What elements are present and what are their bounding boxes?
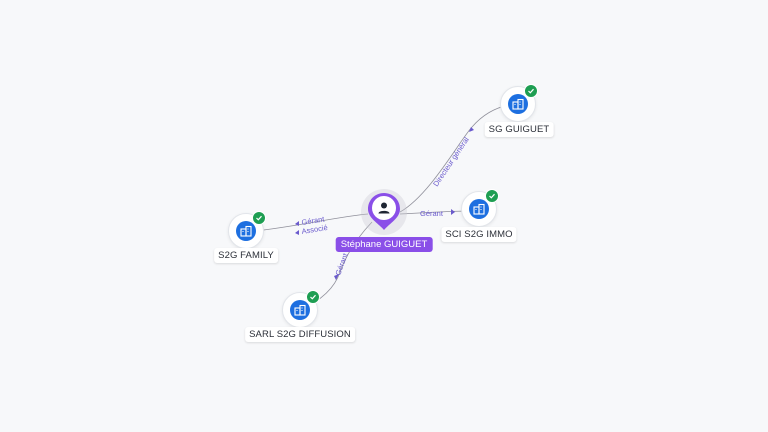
person-pin-icon [368,193,400,230]
verified-check-icon [306,290,320,304]
edge-arrow-sg-guiguet [469,127,474,132]
edge-label-sarl-s2g-diffusion: Gérant [333,251,350,276]
verified-check-icon [524,84,538,98]
edge-label-sg-guiguet: Directeur général [431,135,471,188]
building-icon [240,225,252,237]
edge-label-s2g-family-2: Associé [301,223,328,236]
company-label-sarl-s2g-diffusion[interactable]: SARL S2G DIFFUSION [245,327,355,342]
verified-check-icon [252,211,266,225]
edge-label-s2g-family-1: Gérant [301,214,326,227]
company-label-sg-guiguet[interactable]: SG GUIGUET [484,122,554,137]
building-icon [294,304,306,316]
company-node-sg-guiguet[interactable] [500,84,538,122]
edge-arrow-sci-s2g-immo [451,209,455,215]
edge-arrow-s2g-family-1 [295,221,299,226]
person-name-label[interactable]: Stéphane GUIGUET [335,237,433,252]
company-label-sci-s2g-immo[interactable]: SCI S2G IMMO [441,227,517,242]
building-icon [512,98,524,110]
edge-arrow-s2g-family-2 [295,230,299,235]
edge-arrow-sarl-s2g-diffusion [334,274,339,280]
building-icon [473,203,485,215]
company-node-sci-s2g-immo[interactable] [461,189,499,227]
company-node-sarl-s2g-diffusion[interactable] [282,290,320,328]
verified-check-icon [485,189,499,203]
person-icon [378,202,390,214]
company-node-s2g-family[interactable] [228,211,266,249]
company-label-s2g-family[interactable]: S2G FAMILY [214,248,278,263]
edge-label-sci-s2g-immo: Gérant [420,209,444,218]
person-node[interactable] [367,192,401,236]
